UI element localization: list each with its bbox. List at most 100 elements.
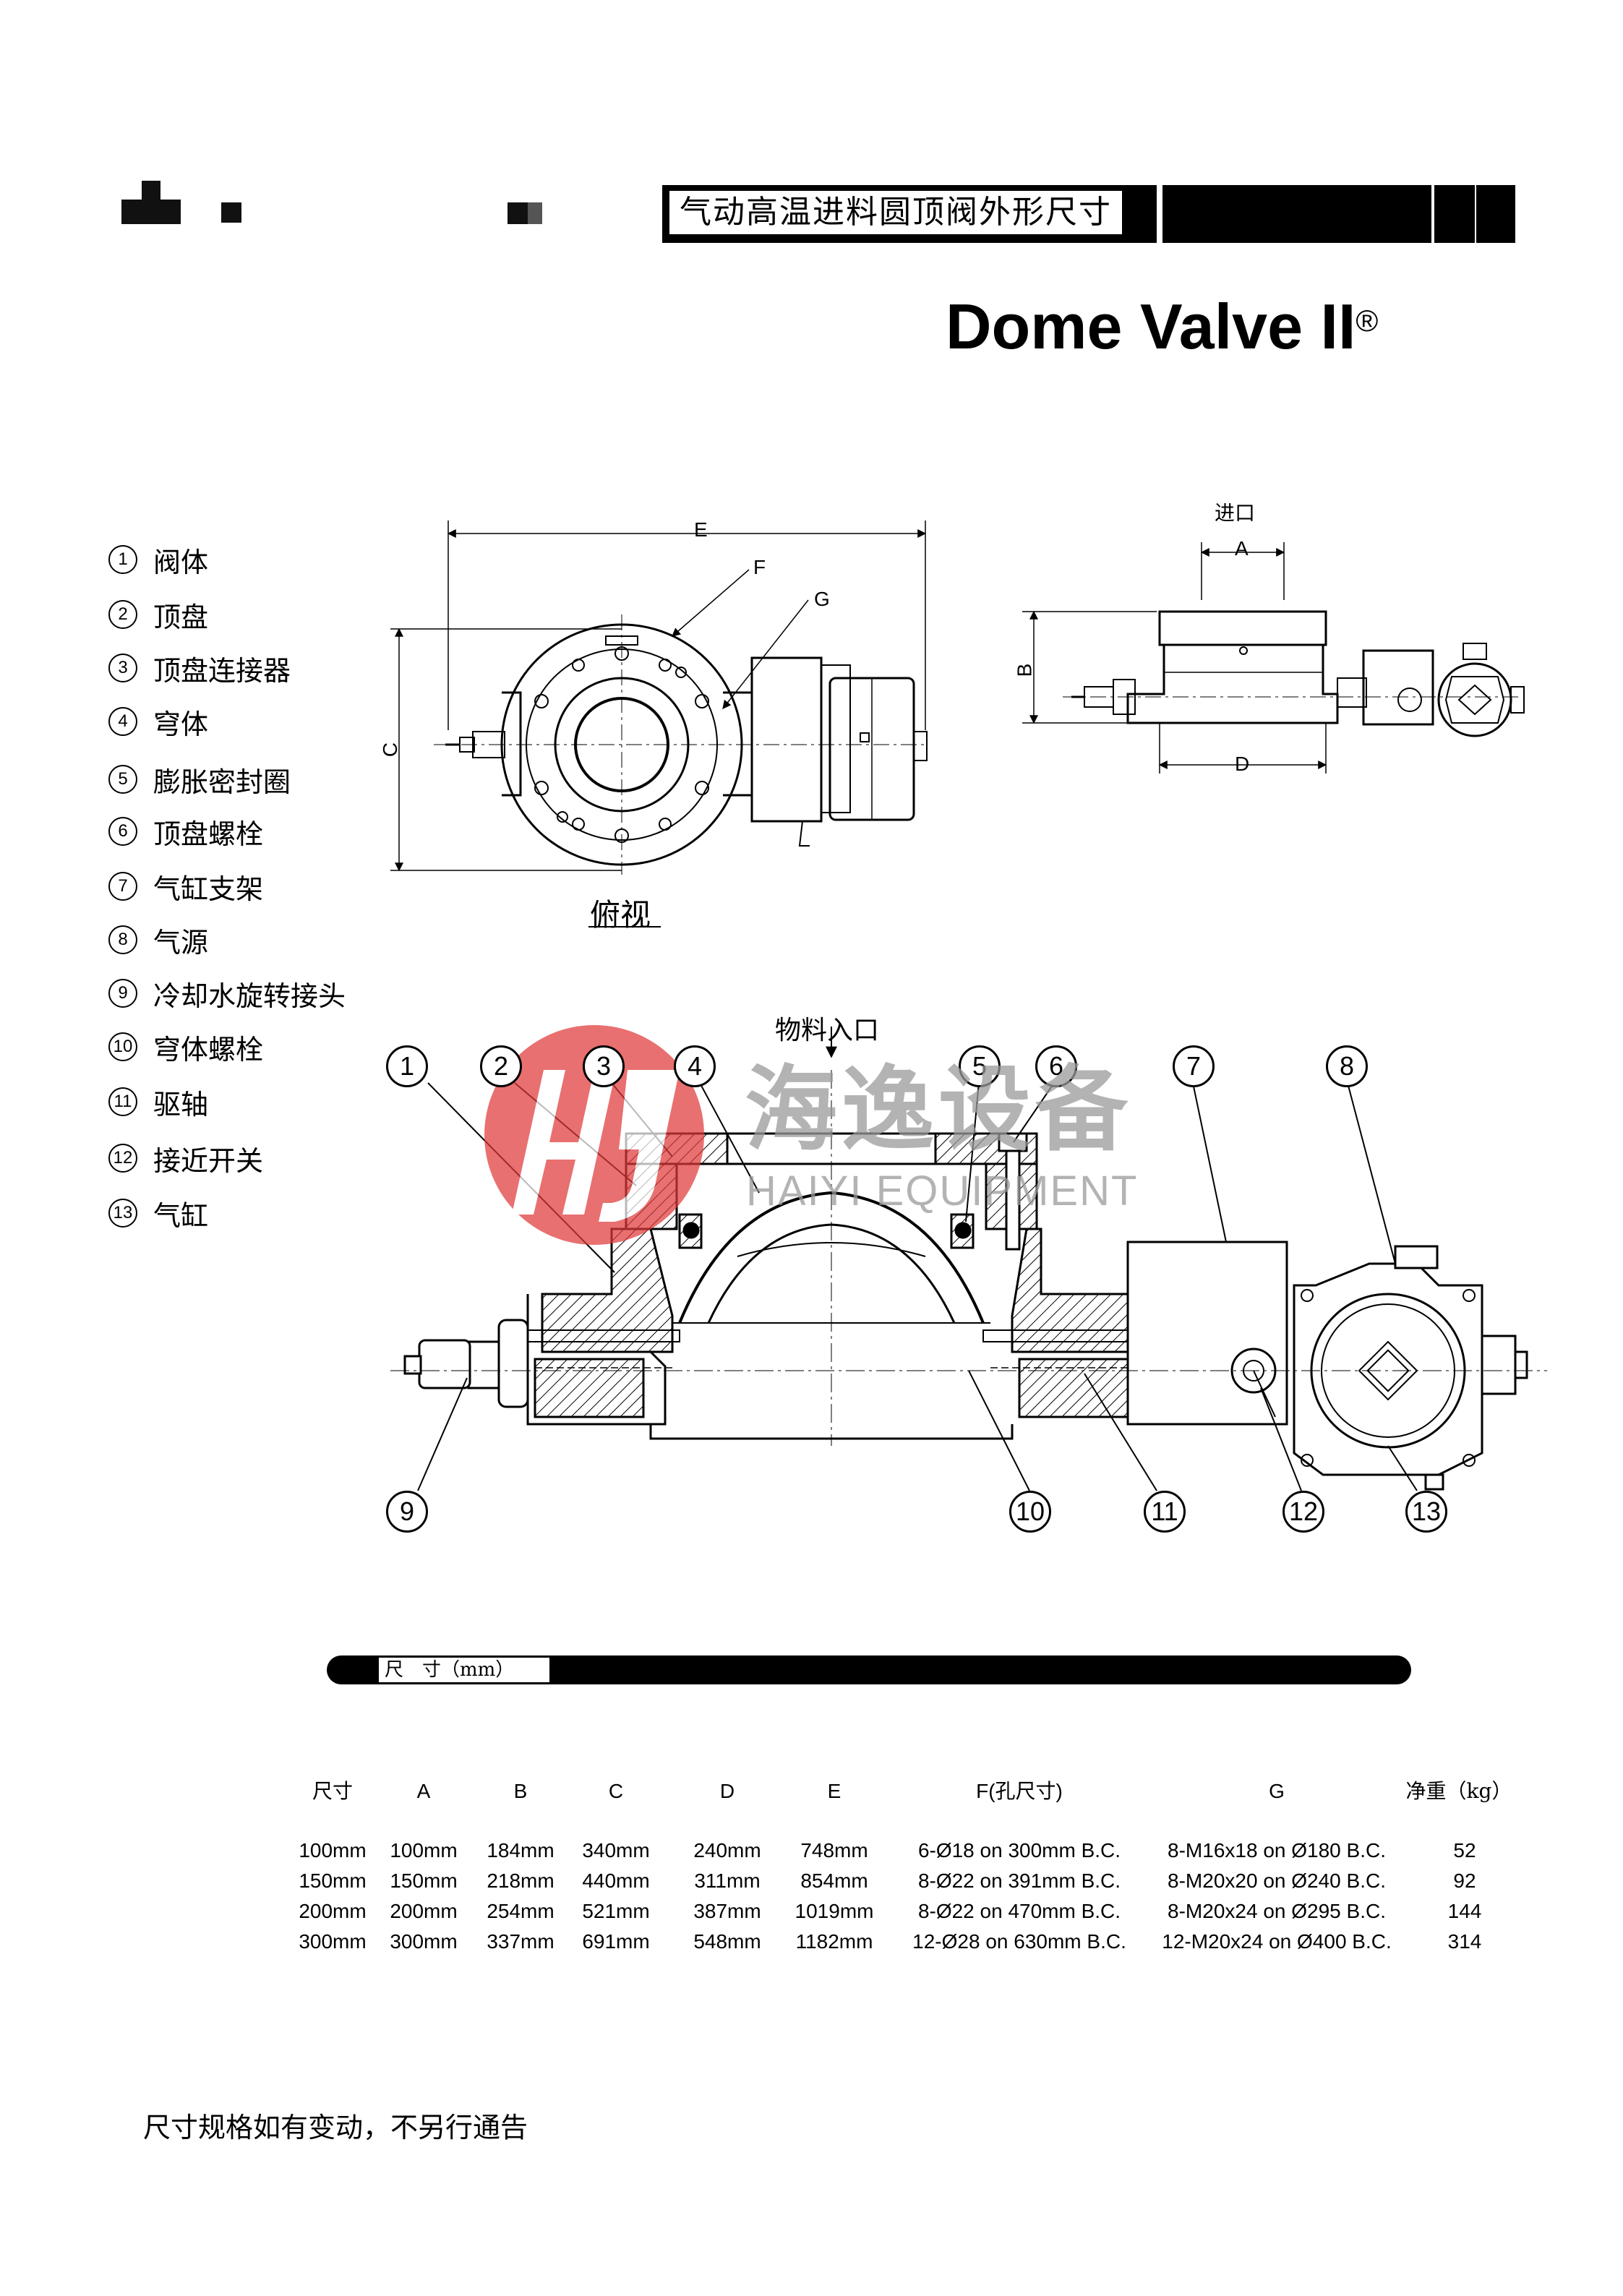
table-cell: 100mm [299, 1839, 367, 1862]
part-number: 13 [108, 1199, 137, 1228]
table-cell: 240mm [693, 1839, 761, 1862]
part-item: 6 顶盘螺栓 [108, 810, 263, 853]
table-cell: 8-Ø22 on 470mm B.C. [917, 1900, 1121, 1922]
product-name-text: Dome Valve II [946, 291, 1356, 362]
table-cell: 1019mm [795, 1900, 874, 1922]
part-name: 顶盘 [153, 601, 209, 633]
table-cell: 218mm [487, 1869, 554, 1892]
callout-2: 2 [480, 1045, 522, 1087]
table-cell: 8-M20x20 on Ø240 B.C. [1168, 1869, 1386, 1892]
dim-c-label: C [379, 742, 402, 758]
table-cell: 748mm [800, 1839, 868, 1862]
table-cell: 150mm [299, 1869, 367, 1892]
dim-a-label: A [1235, 537, 1249, 560]
table-header: F(孔尺寸) [976, 1780, 1063, 1802]
footer-note: 尺寸规格如有变动，不另行通告 [143, 2112, 528, 2143]
product-name: Dome Valve II® [946, 291, 1378, 363]
table-cell: 1182mm [795, 1930, 873, 1953]
table-header: 净重（kg） [1405, 1779, 1512, 1803]
part-number: 7 [108, 872, 137, 901]
part-name: 驱轴 [153, 1088, 209, 1121]
callout-3: 3 [583, 1045, 625, 1087]
part-name: 气源 [153, 926, 209, 959]
top-view-caption: 俯视 [590, 897, 651, 933]
table-header: 尺寸 [312, 1779, 354, 1803]
part-number: 2 [108, 600, 137, 629]
part-item: 3 顶盘连接器 [108, 646, 291, 690]
part-item: 5 膨胀密封圈 [108, 758, 291, 801]
table-header: B [513, 1780, 528, 1802]
callout-6: 6 [1035, 1045, 1077, 1087]
callout-13: 13 [1405, 1491, 1447, 1533]
part-number: 9 [108, 979, 137, 1008]
part-name: 阀体 [153, 546, 209, 578]
table-cell: 314 [1447, 1930, 1482, 1953]
watermark-logo-text: HY [564, 1084, 622, 1085]
table-cell: 521mm [582, 1900, 650, 1922]
callout-4: 4 [674, 1045, 716, 1087]
part-item: 2 顶盘 [108, 593, 208, 636]
page-title: 气动高温进料圆顶阀外形尺寸 [669, 191, 1122, 234]
table-cell: 12-Ø28 on 630mm B.C. [912, 1930, 1126, 1953]
table-cell: 92 [1453, 1869, 1476, 1892]
side-view-drawing [1022, 542, 1525, 774]
dim-f-label: F [753, 556, 766, 578]
part-number: 1 [108, 545, 137, 574]
part-name: 接近开关 [153, 1144, 264, 1177]
material-inlet-label: 物料入口 [775, 1016, 880, 1045]
table-cell: 144 [1447, 1900, 1482, 1922]
part-name: 顶盘连接器 [153, 654, 291, 687]
table-header: A [416, 1780, 431, 1802]
table-cell: 184mm [487, 1839, 554, 1862]
callout-12: 12 [1282, 1491, 1324, 1533]
registered-mark: ® [1356, 304, 1379, 338]
inlet-label: 进口 [1215, 501, 1256, 525]
table-cell: 300mm [299, 1930, 367, 1953]
table-cell: 200mm [299, 1900, 367, 1922]
callout-7: 7 [1173, 1045, 1215, 1087]
section-view-drawing [390, 1027, 1547, 1491]
part-item: 7 气缸支架 [108, 865, 263, 908]
table-cell: 387mm [693, 1900, 761, 1922]
dim-g-label: G [814, 588, 830, 610]
watermark-name-cn: 海逸设备 [745, 1056, 1133, 1164]
table-header: G [1269, 1780, 1285, 1802]
part-item: 12 接近开关 [108, 1136, 263, 1180]
table-title: 尺 寸（mm） [379, 1658, 549, 1682]
table-cell: 100mm [390, 1839, 458, 1862]
part-name: 气缸支架 [153, 873, 264, 905]
part-name: 膨胀密封圈 [153, 766, 291, 798]
table-cell: 52 [1453, 1839, 1476, 1862]
part-name: 气缸 [153, 1199, 209, 1232]
part-number: 6 [108, 817, 137, 846]
callout-1: 1 [386, 1045, 428, 1087]
part-number: 5 [108, 765, 137, 794]
table-cell: 150mm [390, 1869, 458, 1892]
part-name: 顶盘螺栓 [153, 818, 264, 850]
table-cell: 548mm [693, 1930, 761, 1953]
table-cell: 254mm [487, 1900, 554, 1922]
part-item: 11 驱轴 [108, 1080, 208, 1123]
part-number: 8 [108, 925, 137, 954]
part-item: 8 气源 [108, 918, 208, 961]
part-number: 11 [108, 1087, 137, 1116]
table-cell: 340mm [582, 1839, 650, 1862]
part-number: 3 [108, 654, 137, 682]
callout-10: 10 [1009, 1491, 1051, 1533]
dim-b-label: B [1013, 663, 1036, 677]
table-header: E [827, 1780, 842, 1802]
table-cell: 337mm [487, 1930, 554, 1953]
top-view-drawing [390, 521, 928, 928]
table-cell: 8-M20x24 on Ø295 B.C. [1168, 1900, 1386, 1922]
callout-5: 5 [959, 1045, 1001, 1087]
part-item: 13 气缸 [108, 1191, 208, 1235]
part-number: 12 [108, 1144, 137, 1173]
part-name: 冷却水旋转接头 [153, 980, 346, 1012]
watermark-name-en: HAIYI EQUIPMENT [746, 1168, 1139, 1215]
part-name: 穹体 [153, 708, 209, 740]
table-cell: 854mm [800, 1869, 868, 1892]
table-cell: 200mm [390, 1900, 458, 1922]
technical-drawings [390, 521, 1547, 1491]
